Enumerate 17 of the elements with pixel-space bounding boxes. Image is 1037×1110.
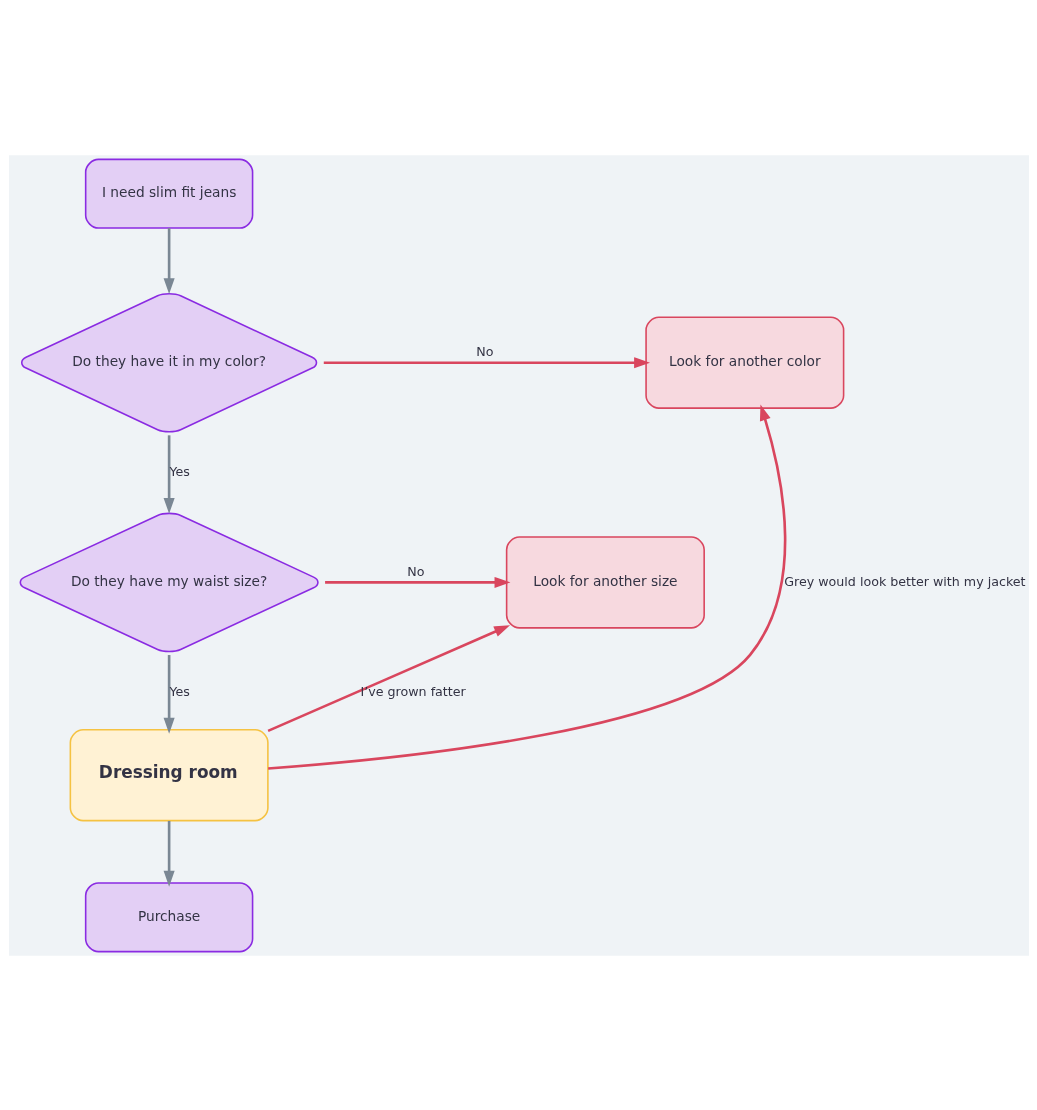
node-box: Dressing room <box>69 728 269 821</box>
arrow <box>163 434 175 514</box>
arrow <box>324 576 510 588</box>
edge-label: Grey would look better with my jacket <box>783 573 1026 589</box>
arrow <box>163 227 175 294</box>
node-box: Purchase <box>84 881 253 952</box>
arrow <box>323 356 650 368</box>
arrow <box>163 820 175 887</box>
arrow <box>163 654 175 734</box>
node-box: I need slim fit jeans <box>84 158 253 229</box>
edge-label: No <box>406 563 424 579</box>
arrow <box>267 624 510 732</box>
node-box: Look for another size <box>505 535 705 629</box>
edge-label: I’ve grown fatter <box>360 683 466 699</box>
node-box: Look for another color <box>644 316 844 409</box>
arrow <box>267 404 786 770</box>
edge-label: No <box>475 343 493 359</box>
